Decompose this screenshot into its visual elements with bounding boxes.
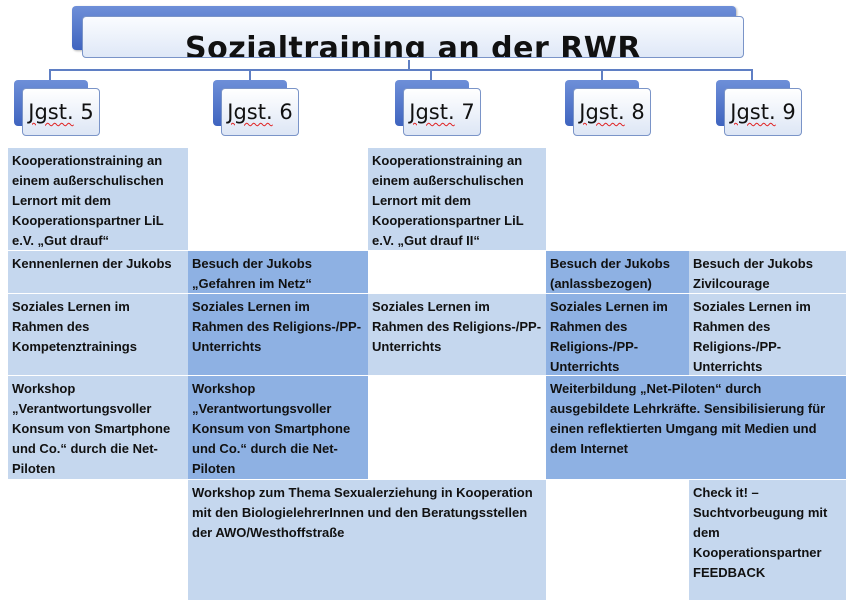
- grade-box-face: Jgst. 9: [724, 88, 802, 136]
- grade-number: 7: [461, 100, 475, 124]
- cell-r2-jgst8: Besuch der Jukobs (anlassbezogen): [546, 251, 689, 293]
- grade-box-face: Jgst. 8: [573, 88, 651, 136]
- connector-drop-6: [249, 69, 251, 81]
- grade-prefix: Jgst.: [579, 100, 625, 124]
- grade-box-5: Jgst. 5: [14, 80, 100, 136]
- grade-box-9: Jgst. 9: [716, 80, 802, 136]
- cell-r3-jgst6: Soziales Lernen im Rahmen des Religions-…: [188, 294, 368, 375]
- grade-box-face: Jgst. 6: [221, 88, 299, 136]
- cell-r3-jgst9: Soziales Lernen im Rahmen des Religions-…: [689, 294, 846, 375]
- cell-r5-jgst9: Check it! – Suchtvorbeugung mit dem Koop…: [689, 480, 846, 600]
- grade-prefix: Jgst.: [28, 100, 74, 124]
- grade-prefix: Jgst.: [227, 100, 273, 124]
- cell-r5-jgst5-empty: [8, 480, 188, 600]
- connector-drop-7: [430, 69, 432, 81]
- cell-r1-jgst7: Kooperationstraining an einem außerschul…: [368, 148, 546, 250]
- grade-box-6: Jgst. 6: [213, 80, 299, 136]
- grade-prefix: Jgst.: [409, 100, 455, 124]
- grade-number: 5: [80, 100, 94, 124]
- cell-r1-jgst5: Kooperationstraining an einem außerschul…: [8, 148, 188, 250]
- cell-r4-jgst8-9: Weiterbildung „Net-Piloten“ durch ausgeb…: [546, 376, 846, 479]
- grade-box-8: Jgst. 8: [565, 80, 651, 136]
- title-box: Sozialtraining an der RWR: [72, 6, 746, 60]
- cell-r1-jgst6-empty: [188, 148, 368, 250]
- page-title: Sozialtraining an der RWR: [185, 31, 641, 58]
- cell-r2-jgst6: Besuch der Jukobs „Gefahren im Netz“: [188, 251, 368, 293]
- cell-r2-jgst5: Kennenlernen der Jukobs: [8, 251, 188, 293]
- connector-drop-5: [49, 69, 51, 81]
- cell-r4-jgst6: Workshop „Verantwortungsvoller Konsum vo…: [188, 376, 368, 479]
- cell-r2-jgst7-empty: [368, 251, 546, 293]
- cell-r5-jgst6-7: Workshop zum Thema Sexualerziehung in Ko…: [188, 480, 546, 600]
- grade-box-face: Jgst. 5: [22, 88, 100, 136]
- grade-prefix: Jgst.: [730, 100, 776, 124]
- grade-number: 9: [782, 100, 796, 124]
- cell-r4-jgst5: Workshop „Verantwortungsvoller Konsum vo…: [8, 376, 188, 479]
- cell-r3-jgst7: Soziales Lernen im Rahmen des Religions-…: [368, 294, 546, 375]
- grade-number: 6: [279, 100, 293, 124]
- cell-r5-jgst8-empty: [546, 480, 689, 600]
- grade-box-7: Jgst. 7: [395, 80, 481, 136]
- cell-r3-jgst5: Soziales Lernen im Rahmen des Kompetenzt…: [8, 294, 188, 375]
- grade-number: 8: [631, 100, 645, 124]
- connector-drop-8: [601, 69, 603, 81]
- cell-r3-jgst8: Soziales Lernen im Rahmen des Religions-…: [546, 294, 689, 375]
- title-box-face: Sozialtraining an der RWR: [82, 16, 744, 58]
- connector-drop-9: [751, 69, 753, 81]
- connector-trunk: [408, 60, 410, 70]
- connector-bar: [49, 69, 753, 71]
- cell-r4-jgst7-empty: [368, 376, 546, 479]
- grade-box-face: Jgst. 7: [403, 88, 481, 136]
- cell-r2-jgst9: Besuch der Jukobs Zivilcourage: [689, 251, 846, 293]
